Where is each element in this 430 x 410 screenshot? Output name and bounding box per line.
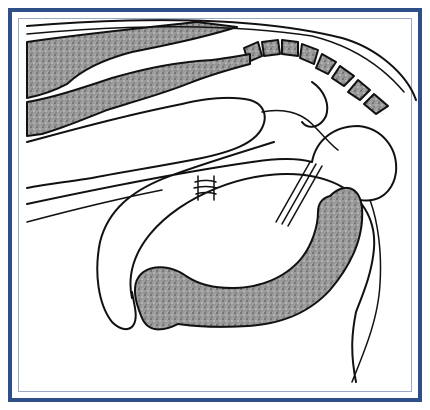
anatomical-diagram [12,12,418,398]
small-hook [302,82,327,127]
lower-left-edge [27,190,162,222]
segmented-strip-5 [316,54,336,74]
segmented-strip-8 [364,94,388,114]
figure-frame [8,8,422,402]
diagonal-lines [276,162,322,226]
segmented-strip-2 [262,40,280,56]
segmented-strip-6 [332,66,354,86]
segmented-strip-3 [282,40,298,56]
segmented-strip-7 [348,80,370,100]
large-shaded-mass [135,188,362,330]
segmented-strip-4 [300,44,318,64]
